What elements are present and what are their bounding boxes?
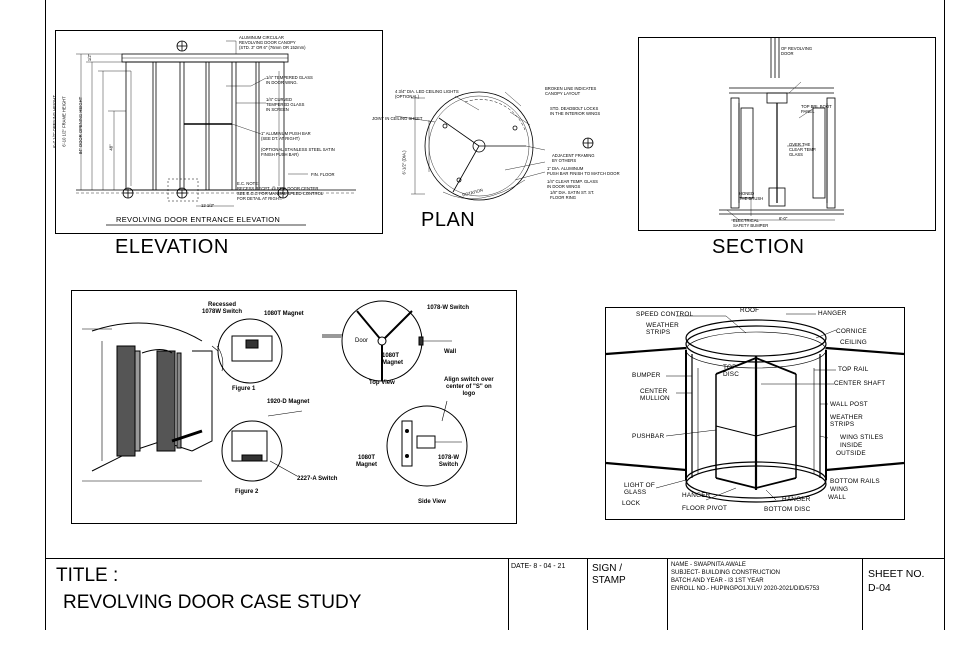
plan-note-pushbar: 1" DIA. ALUMINUM PUSH BAR FINISH TO MATC…: [547, 166, 620, 176]
iso-speed-control: SPEED CONTROL: [636, 311, 694, 318]
iso-cornice: CORNICE: [836, 328, 867, 335]
hw-magnet-top: 1080T Magnet: [382, 353, 403, 366]
title-value: REVOLVING DOOR CASE STUDY: [63, 592, 362, 613]
section-note-revolving: OF REVOLVING DOOR: [781, 46, 813, 56]
caption-elevation: ELEVATION: [115, 236, 229, 258]
elevation-note-glass: 1/4" TEMPERED GLASS IN DOOR WING.: [266, 75, 313, 85]
caption-plan: PLAN: [421, 209, 476, 231]
hw-align: Align switch over center of "S" on logo: [444, 377, 494, 397]
hw-magnet-1080t: 1080T Magnet: [264, 311, 304, 317]
plan-note-broken: BROKEN LINE INDICATES CANOPY LAYOUT: [545, 86, 597, 96]
section-drawing: [719, 38, 844, 221]
title-sign-stamp: SIGN / STAMP: [592, 563, 626, 586]
iso-center-shaft: CENTER SHAFT: [834, 380, 886, 387]
title-sheet-label: SHEET NO.: [868, 568, 925, 580]
iso-weather-strips2: WEATHER STRIPS: [830, 414, 863, 428]
elevation-dim-48: 48": [108, 144, 114, 151]
tb-divider-2: [587, 558, 588, 630]
hw-magnet-1920d: 1920-D Magnet: [267, 399, 310, 405]
iso-roof: ROOF: [740, 307, 760, 314]
elevation-drawing-title: REVOLVING DOOR ENTRANCE ELEVATION: [116, 215, 281, 224]
iso-wing-stiles: WING STILES: [840, 434, 884, 441]
section-note-safety: ELECTRICAL SAFETY BUMPER: [733, 218, 769, 228]
elevation-note-optional: (OPTIONAL STAINLESS STEEL SATIN FINISH P…: [261, 147, 335, 157]
hw-door: Door: [355, 338, 369, 344]
title-label: TITLE :: [56, 565, 119, 586]
iso-wall-post: WALL POST: [830, 401, 868, 408]
title-block-top: [45, 558, 945, 559]
iso-wall: WALL: [828, 494, 846, 501]
hw-switch-side: 1078-W Switch: [438, 455, 460, 468]
plan-note-clear: 1/4" CLEAR TEMP. GLASS IN DOOR WINGS: [547, 179, 598, 189]
hardware-drawing: [82, 300, 468, 487]
plan-note-adjacent: ADJACENT FRAMING BY OTHERS: [552, 153, 595, 163]
hw-switch-1078w: 1078-W Switch: [427, 305, 470, 311]
title-enroll: ENROLL NO.- HUPINGPO1JULY/ 2020-2021/DID…: [671, 586, 820, 592]
caption-section: SECTION: [712, 236, 805, 258]
section-panel: OF REVOLVING DOOR TOP BRL BOOT PANEL OVE…: [638, 37, 936, 231]
sheet-border-left: [45, 0, 46, 630]
plan-dim-dia: 6'-1/2" (DIA.): [401, 150, 407, 175]
hw-switch-2227a: 2227-A Switch: [297, 476, 338, 482]
section-note-top: TOP BRL BOOT PANEL: [801, 104, 832, 114]
section-note-dim: 6'-0": [779, 216, 788, 221]
iso-bottom-disc: BOTTOM DISC: [764, 506, 811, 513]
sheet-border-right: [944, 0, 945, 630]
plan-drawing: [394, 91, 594, 201]
elevation-note-curved: 1/4" CURVED TEMPERED GLASS IN SCREEN: [266, 97, 305, 112]
title-batch: BATCH AND YEAR - I3 1ST YEAR: [671, 578, 764, 584]
iso-weather-strips: WEATHER STRIPS: [646, 322, 679, 336]
tb-divider-1: [508, 558, 509, 630]
iso-top-rail: TOP RAIL: [838, 366, 869, 373]
title-sheet-value: D-04: [868, 582, 891, 594]
iso-outside: OUTSIDE: [836, 450, 866, 457]
hw-recessed-switch: Recessed 1078W Switch: [202, 302, 243, 315]
title-date: DATE- 8 - 04 - 21: [511, 563, 566, 570]
hw-side-view: Side View: [418, 499, 446, 505]
isometric-panel: SPEED CONTROL ROOF HANGER WEATHER STRIPS…: [605, 307, 905, 520]
section-note-swing: HONED THE BRUSH: [739, 191, 764, 201]
hw-figure2: Figure 2: [235, 489, 259, 495]
hw-top-view: Top View: [369, 380, 395, 386]
elevation-dim-opening: 6'-7 1/2" OPENING HEIGHT: [51, 95, 57, 148]
iso-hanger-low: HANGER: [782, 496, 811, 503]
title-name: NAME - SWAPNITA AWALE: [671, 562, 746, 568]
elevation-dim-half: 1/2": [87, 53, 93, 62]
tb-divider-3: [667, 558, 668, 630]
isometric-drawing: [606, 313, 904, 503]
elevation-dim-frame: 6'-10 1/2" FRAME HEIGHT: [61, 96, 67, 147]
iso-bumper: BUMPER: [632, 372, 661, 379]
elevation-note-pushbar: 1" ALUMINUM PUSH BAR (SEE DT. AT RIGHT): [261, 131, 311, 141]
iso-wing: WING: [830, 486, 849, 493]
iso-lock: LOCK: [622, 500, 641, 507]
elevation-dim-bottom: 12 1/2": [201, 203, 215, 208]
elevation-drawing: [76, 40, 356, 226]
plan-note-led: 4 3/4" DIA. LED CEILING LIGHTS (OPTIONAL…: [395, 89, 459, 99]
plan-note-floor: 1/8" DIA. SATIN ST. ST. FLOOR RING: [550, 190, 595, 200]
elevation-note-canopy: ALUMINUM CIRCULAR REVOLVING DOOR CANOPY …: [239, 35, 306, 50]
iso-floor-pivot: FLOOR PIVOT: [682, 505, 728, 512]
iso-ceiling: CEILING: [840, 339, 867, 346]
tb-divider-4: [862, 558, 863, 630]
elevation-dim-door: 84" DOOR OPENING HEIGHT: [78, 96, 84, 155]
hw-wall: Wall: [444, 349, 457, 355]
iso-pushbar: PUSHBAR: [632, 433, 665, 440]
iso-inside: INSIDE: [840, 442, 863, 449]
iso-hanger-mid: HANGER: [682, 492, 711, 499]
iso-center-mullion: CENTER MULLION: [640, 388, 670, 402]
iso-bottom-rails: BOTTOM RAILS: [830, 478, 880, 485]
elevation-note-ec: E.C. NOTE: RECESS RECPT. @ REV. DOOR CEN…: [237, 181, 324, 201]
section-note-temp: OVER THE CLEAR TEMP. GLASS: [789, 142, 817, 157]
iso-hanger-top: HANGER: [818, 310, 847, 317]
iso-top-disc: TOP DISC: [723, 364, 740, 378]
hw-figure1: Figure 1: [232, 386, 256, 392]
hardware-panel: Recessed 1078W Switch 1080T Magnet Figur…: [71, 290, 517, 524]
plan-note-joint: JOINT IN CEILING SHEET: [372, 116, 423, 121]
elevation-panel: ALUMINUM CIRCULAR REVOLVING DOOR CANOPY …: [51, 30, 383, 234]
hw-magnet-side: 1080T Magnet: [356, 455, 377, 468]
plan-note-std: STD. DEADBOLT LOCKS IN THE INTERIOR WING…: [550, 106, 601, 116]
elevation-note-floor: FIN. FLOOR: [311, 172, 335, 177]
title-subject: SUBJECT- BUILDING CONSTRUCTION: [671, 570, 781, 576]
iso-light-of-glass: LIGHT OF GLASS: [624, 482, 655, 496]
